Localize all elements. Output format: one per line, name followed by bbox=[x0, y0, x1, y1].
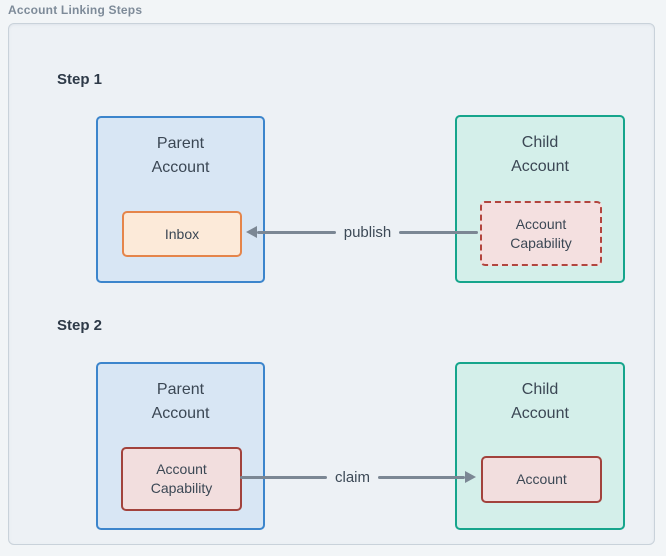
diagram-frame: Step 1 Parent Account Inbox Child Accoun… bbox=[8, 23, 655, 545]
publish-arrow-label: publish bbox=[343, 223, 392, 241]
step-1-label: Step 1 bbox=[57, 71, 103, 88]
arrow-line bbox=[378, 475, 466, 479]
step2-parent-account-box: Parent Account Account Capability bbox=[96, 362, 265, 530]
step2-child-account-box: Child Account Account bbox=[455, 362, 625, 530]
arrow-line bbox=[257, 230, 336, 234]
step1-account-capability-node: Account Capability bbox=[480, 201, 602, 266]
step1-parent-account-title: Parent Account bbox=[151, 135, 210, 176]
arrow-left-head-icon bbox=[246, 226, 257, 238]
step1-parent-account-box: Parent Account Inbox bbox=[96, 116, 265, 283]
step1-child-account-title: Child Account bbox=[511, 134, 569, 175]
step2-child-account-title: Child Account bbox=[511, 381, 569, 422]
step2-account-capability-node: Account Capability bbox=[121, 447, 242, 511]
diagram-title: Account Linking Steps bbox=[8, 3, 143, 17]
publish-arrow: publish bbox=[246, 220, 479, 244]
step2-parent-account-title: Parent Account bbox=[151, 381, 210, 422]
step2-account-node: Account bbox=[481, 456, 602, 503]
claim-arrow: claim bbox=[240, 465, 477, 489]
step-2-label: Step 2 bbox=[57, 317, 103, 334]
arrow-line bbox=[399, 230, 479, 234]
claim-arrow-label: claim bbox=[335, 468, 371, 486]
arrow-right-head-icon bbox=[465, 471, 477, 483]
arrow-line bbox=[240, 475, 327, 479]
step1-inbox-node: Inbox bbox=[122, 211, 242, 257]
step1-child-account-box: Child Account Account Capability bbox=[455, 115, 625, 283]
